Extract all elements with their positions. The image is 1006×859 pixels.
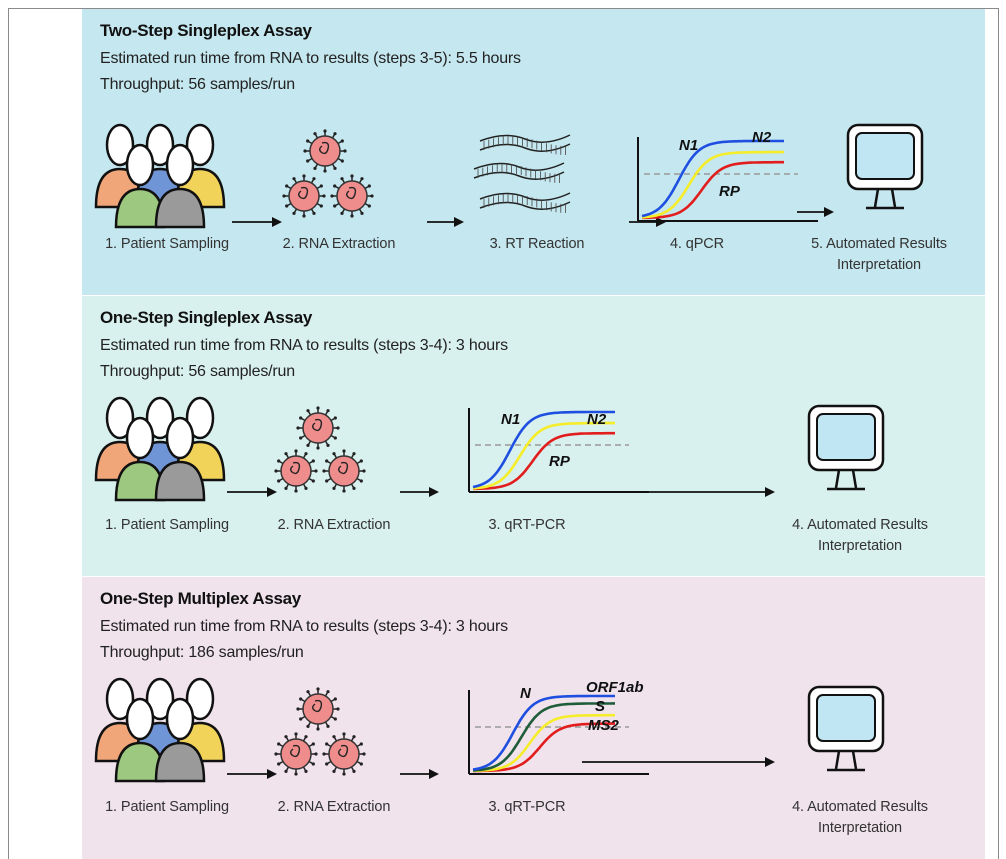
virus-particle [322,449,366,493]
virus-particle [282,174,326,218]
curve-n1 [472,410,615,489]
curve-n1 [641,139,784,218]
monitor-stand [873,188,897,208]
curve-label-S: S [595,698,605,715]
step-label: 3. qRT-PCR [488,517,566,533]
curve-yellow [472,421,615,490]
throughput-text: Throughput: 186 samples/run [100,644,304,661]
virus-particle [296,406,340,450]
curve-label-MS2: MS2 [588,717,620,734]
curve-rp [642,160,784,220]
monitor-icon [807,685,885,772]
panel-title: One-Step Multiplex Assay [100,589,301,608]
curve-s [472,713,615,773]
panel-one-step-singleplex: One-Step Singleplex Assay Estimated run … [82,296,985,576]
step-label: 2. RNA Extraction [282,236,396,252]
figure-frame [8,8,999,859]
virus-icon [274,406,366,493]
step-label: 1. Patient Sampling [105,517,229,533]
curve-label-RP: RP [719,183,741,200]
curve-label-N2: N2 [587,411,607,428]
runtime-text: Estimated run time from RNA to results (… [100,50,521,67]
throughput-text: Throughput: 56 samples/run [100,76,295,93]
monitor-icon [807,404,885,491]
step-label: 4. Automated Results Interpretation [792,799,928,836]
step-label: 2. RNA Extraction [277,517,391,533]
curve-label-RP: RP [549,453,571,470]
panel-title: Two-Step Singleplex Assay [100,21,312,40]
arrow [400,769,439,779]
panel-title: One-Step Singleplex Assay [100,308,312,327]
people-icon [94,396,226,502]
virus-particle [274,449,318,493]
throughput-text: Throughput: 56 samples/run [100,363,295,380]
monitor-stand [834,750,858,770]
virus-icon [282,129,374,218]
arrow-icon [227,757,775,779]
arrow [227,769,277,779]
step-label: 4. Automated Results Interpretation [792,517,928,554]
monitor-screen [816,413,876,461]
arrow [582,757,775,767]
panel-two-step-singleplex: Two-Step Singleplex Assay Estimated run … [82,9,985,295]
rna-strand [479,192,571,213]
step-label: 2. RNA Extraction [277,799,391,815]
virus-icon [274,687,366,776]
curve-label-N1: N1 [679,137,698,154]
step-label: 3. qRT-PCR [488,799,566,815]
monitor-stand [834,469,858,489]
person-icon [154,416,206,502]
person-icon [114,416,166,502]
person-icon [154,697,206,783]
amplification-plot [468,408,649,493]
step-label: 3. RT Reaction [489,236,585,252]
curve-yellow [641,150,784,219]
curve-rp [473,431,615,491]
person-icon [114,697,166,783]
curve-label-N: N [520,685,532,702]
virus-particle [330,174,374,218]
rna-strand [479,134,571,155]
monitor-screen [816,694,876,742]
curve-label-ORF1ab: ORF1ab [586,679,644,696]
arrow-icon [232,207,834,227]
amplification-plot [637,137,818,222]
arrow [400,487,439,497]
monitor-icon [846,123,924,210]
virus-particle [303,129,347,173]
step-label: 4. qPCR [669,236,725,252]
arrow [227,487,277,497]
step-label: 1. Patient Sampling [105,799,229,815]
step-label: 1. Patient Sampling [105,236,229,252]
person-icon [154,143,206,229]
curve-label-N2: N2 [752,129,772,146]
workflow-graphic: N1 N2 RP [94,123,924,229]
step-label: 5. Automated Results Interpretation [811,236,947,273]
person-icon [114,143,166,229]
panel-one-step-multiplex: One-Step Multiplex Assay Estimated run t… [82,577,985,859]
monitor-screen [855,132,915,180]
workflow-graphic: N ORF1ab S MS2 [94,677,885,783]
runtime-text: Estimated run time from RNA to results (… [100,618,508,635]
people-icon [94,123,226,229]
curve-label-N1: N1 [501,411,520,428]
runtime-text: Estimated run time from RNA to results (… [100,337,508,354]
curve-orf1ab [472,702,615,772]
virus-particle [296,687,340,731]
rna-strand-icon [473,134,571,213]
curve-n [472,694,615,771]
amplification-plot [468,690,649,775]
arrow [232,217,282,227]
arrow [427,217,464,227]
rna-strand [473,162,565,183]
workflow-graphic: N1 N2 RP [94,396,885,502]
arrow [797,207,834,217]
people-icon [94,677,226,783]
virus-particle [322,732,366,776]
virus-particle [274,732,318,776]
